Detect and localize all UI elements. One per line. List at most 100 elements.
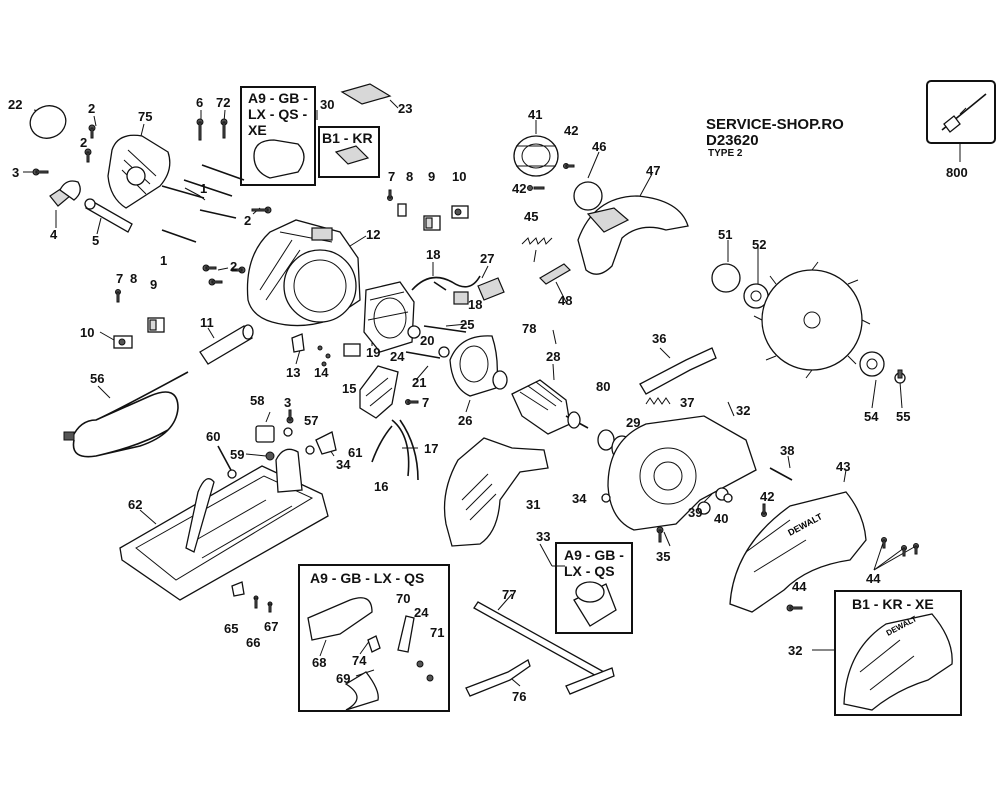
callout-9: 9 <box>150 277 158 292</box>
callout-72: 72 <box>216 95 231 110</box>
variant-box-mid-a9 <box>555 542 633 634</box>
callout-66: 66 <box>246 635 261 650</box>
callout-13: 13 <box>286 365 301 380</box>
part-36-lever <box>639 347 717 395</box>
part-37-spring <box>645 397 671 405</box>
callout-22: 22 <box>8 97 23 112</box>
callout-68: 68 <box>312 655 327 670</box>
part-26-bearing-plate <box>449 335 498 397</box>
part-74-plate <box>367 635 381 653</box>
part-77-rip-fence <box>473 601 615 695</box>
callout-33: 33 <box>536 529 551 544</box>
part-13-clip <box>291 333 305 353</box>
screws <box>32 118 919 613</box>
callout-24: 24 <box>390 349 405 364</box>
callout-20: 20 <box>420 333 435 348</box>
callout-65: 65 <box>224 621 239 636</box>
callout-18: 18 <box>468 297 483 312</box>
callout-6: 6 <box>196 95 204 110</box>
variant-box-right-b1 <box>834 590 962 716</box>
part-800-tool <box>941 93 987 133</box>
variant-box-mid-a9-title: A9 - GB - LX - QS <box>564 547 624 579</box>
callout-26: 26 <box>458 413 473 428</box>
callout-3: 3 <box>12 165 20 180</box>
leader-lines <box>23 99 961 687</box>
callout-76: 76 <box>512 689 527 704</box>
callout-32: 32 <box>788 643 803 658</box>
callout-71: 71 <box>430 625 445 640</box>
callout-24: 24 <box>414 605 429 620</box>
callout-3: 3 <box>284 395 292 410</box>
callout-8: 8 <box>130 271 138 286</box>
callout-1: 1 <box>160 253 168 268</box>
callout-54: 54 <box>864 409 879 424</box>
part-23-sheet <box>340 83 392 105</box>
part-18-leads <box>411 275 481 291</box>
callout-37: 37 <box>680 395 695 410</box>
callout-69: 69 <box>336 671 351 686</box>
part-10-brush-b <box>113 335 133 349</box>
callout-45: 45 <box>524 209 539 224</box>
callout-51: 51 <box>718 227 733 242</box>
callout-28: 28 <box>546 349 561 364</box>
callout-36: 36 <box>652 331 667 346</box>
variant-box-right-b1-title: B1 - KR - XE <box>852 596 934 612</box>
part-b1-box-item <box>334 145 370 165</box>
callout-21: 21 <box>412 375 427 390</box>
callout-61: 61 <box>348 445 363 460</box>
cord-plug <box>63 431 75 441</box>
callout-800: 800 <box>946 165 968 180</box>
callout-2: 2 <box>244 213 252 228</box>
callout-2: 2 <box>230 259 238 274</box>
part-68-plate <box>307 597 373 641</box>
callout-55: 55 <box>896 409 911 424</box>
part-25-pin <box>423 325 467 333</box>
callout-2: 2 <box>88 101 96 116</box>
variant-box-800 <box>926 80 996 144</box>
part-20-washer <box>407 325 421 339</box>
callout-77: 77 <box>502 587 517 602</box>
part-48-lever <box>539 263 571 285</box>
part-1-rods <box>161 164 245 243</box>
callout-9: 9 <box>428 169 436 184</box>
part-39-washer <box>697 501 711 515</box>
callout-46: 46 <box>592 139 607 154</box>
part-12-motor-housing <box>246 219 361 327</box>
callout-38: 38 <box>780 443 795 458</box>
callout-1: 1 <box>200 181 208 196</box>
part-34-washer-a <box>305 445 315 455</box>
part-30-box-item <box>253 139 305 179</box>
part-18-connector <box>453 291 469 305</box>
part-41-gear-housing <box>513 135 559 177</box>
part-40-washer <box>723 493 733 503</box>
callout-31: 31 <box>526 497 541 512</box>
callout-43: 43 <box>836 459 851 474</box>
callout-25: 25 <box>460 317 475 332</box>
part-8-clip <box>397 203 407 217</box>
part-11-tube <box>199 324 254 365</box>
callout-57: 57 <box>304 413 319 428</box>
callout-8: 8 <box>406 169 414 184</box>
callout-19: 19 <box>366 345 381 360</box>
part-switch-assembly <box>359 365 399 419</box>
callout-70: 70 <box>396 591 411 606</box>
part-21-washer <box>438 346 450 358</box>
part-32-guard-b1: DEWALT <box>843 613 953 711</box>
variant-box-top-a9 <box>240 86 316 186</box>
part-60-bolt <box>217 445 237 479</box>
header-model: D23620 <box>706 132 759 149</box>
callout-44: 44 <box>792 579 807 594</box>
callout-12: 12 <box>366 227 381 242</box>
part-70-plate <box>397 615 415 653</box>
header-type: TYPE 2 <box>708 148 743 159</box>
part-56-cord <box>71 371 189 458</box>
callout-18: 18 <box>426 247 441 262</box>
part-65-bracket <box>231 581 245 597</box>
callout-5: 5 <box>92 233 100 248</box>
callout-34: 34 <box>336 457 351 472</box>
part-54-outer-flange <box>859 351 885 377</box>
part-10-brush-a <box>451 205 469 219</box>
part-16-wire <box>371 425 393 463</box>
part-34-washer-b <box>601 493 611 503</box>
